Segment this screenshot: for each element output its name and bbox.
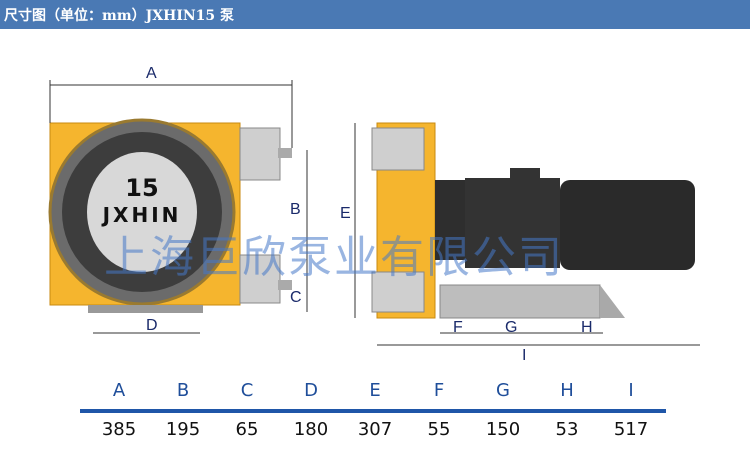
dim-label-d: D	[146, 317, 158, 334]
dim-label-g: G	[505, 319, 517, 336]
dim-label-h: H	[581, 319, 593, 336]
pump-front-view: 15 JXHIN	[48, 118, 292, 313]
dim-label-i: I	[522, 347, 526, 364]
dimension-lines	[49, 80, 700, 346]
table-cell: 53	[555, 419, 579, 440]
base-plate	[439, 284, 601, 319]
motor	[560, 180, 695, 270]
coupling	[435, 180, 465, 260]
pump-brand-label: JXHIN	[101, 203, 182, 227]
table-cell: 55	[427, 419, 451, 440]
page-title: 尺寸图（单位：mm）JXHIN15 泵	[4, 8, 235, 24]
table-header: C	[240, 380, 254, 401]
table-cell: 180	[293, 419, 329, 440]
table-header: A	[112, 380, 126, 401]
pump-rotor	[87, 152, 197, 272]
header-bar: 尺寸图（单位：mm）JXHIN15 泵	[0, 0, 750, 29]
dim-label-e: E	[340, 205, 351, 222]
table-divider	[80, 409, 666, 413]
table-header: E	[369, 380, 381, 401]
table-cell: 517	[613, 419, 649, 440]
table-value-row: 385 195 65 180 307 55 150 53 517	[80, 419, 666, 440]
table-header: D	[304, 380, 318, 401]
upper-port-nozzle	[278, 148, 292, 158]
upper-port-bracket-side	[371, 127, 425, 171]
dim-label-a: A	[146, 65, 157, 82]
motor-terminal-box	[510, 168, 540, 182]
table-header-row: A B C D E F G H I	[80, 380, 666, 401]
table-header: F	[433, 380, 445, 401]
dim-label-c: C	[290, 289, 302, 306]
dim-label-b: B	[290, 201, 301, 218]
pump-model-label: 15	[125, 174, 158, 202]
base-plate-end	[600, 285, 625, 318]
dimension-table: A B C D E F G H I 385 195 65 180 307 55 …	[80, 380, 666, 440]
table-cell: 195	[165, 419, 201, 440]
pump-feet	[88, 305, 203, 313]
lower-port-bracket	[239, 254, 281, 304]
lower-port-bracket-side	[371, 271, 425, 313]
dim-label-f: F	[453, 319, 463, 336]
table-header: B	[176, 380, 190, 401]
pump-side-view	[371, 122, 695, 319]
table-header: H	[560, 380, 574, 401]
table-header: I	[628, 380, 634, 401]
table-cell: 65	[235, 419, 259, 440]
table-cell: 307	[357, 419, 393, 440]
table-cell: 150	[485, 419, 521, 440]
table-cell: 385	[101, 419, 137, 440]
upper-port-bracket	[239, 127, 281, 181]
gearbox	[465, 178, 560, 268]
lower-port-nozzle	[278, 280, 292, 290]
table-header: G	[496, 380, 510, 401]
watermark: 上海巨欣泵业有限公司	[104, 232, 564, 283]
